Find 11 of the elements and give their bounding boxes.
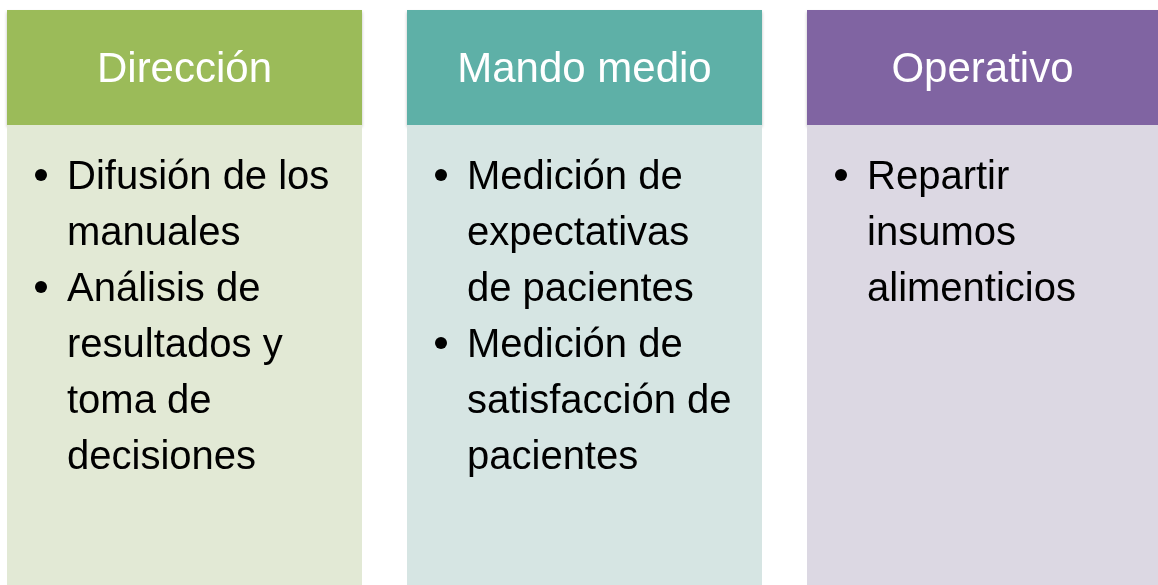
header-band: Operativo <box>807 10 1158 125</box>
bullet-text: Repartir insumos alimenticios <box>867 153 1076 309</box>
list-panel <box>7 125 362 585</box>
header-band: Dirección <box>7 10 362 125</box>
bullet-text: Análisis de resultados y toma de decisiones <box>67 265 283 477</box>
bullet-text: Medición de satisfacción de pacientes <box>467 321 732 477</box>
list-panel <box>807 125 1158 585</box>
bullet-text: Medición de expectativas de pacientes <box>467 153 694 309</box>
header-band: Mando medio <box>407 10 762 125</box>
bullet-text: Difusión de los manuales <box>67 153 330 253</box>
list-panel <box>407 125 762 585</box>
